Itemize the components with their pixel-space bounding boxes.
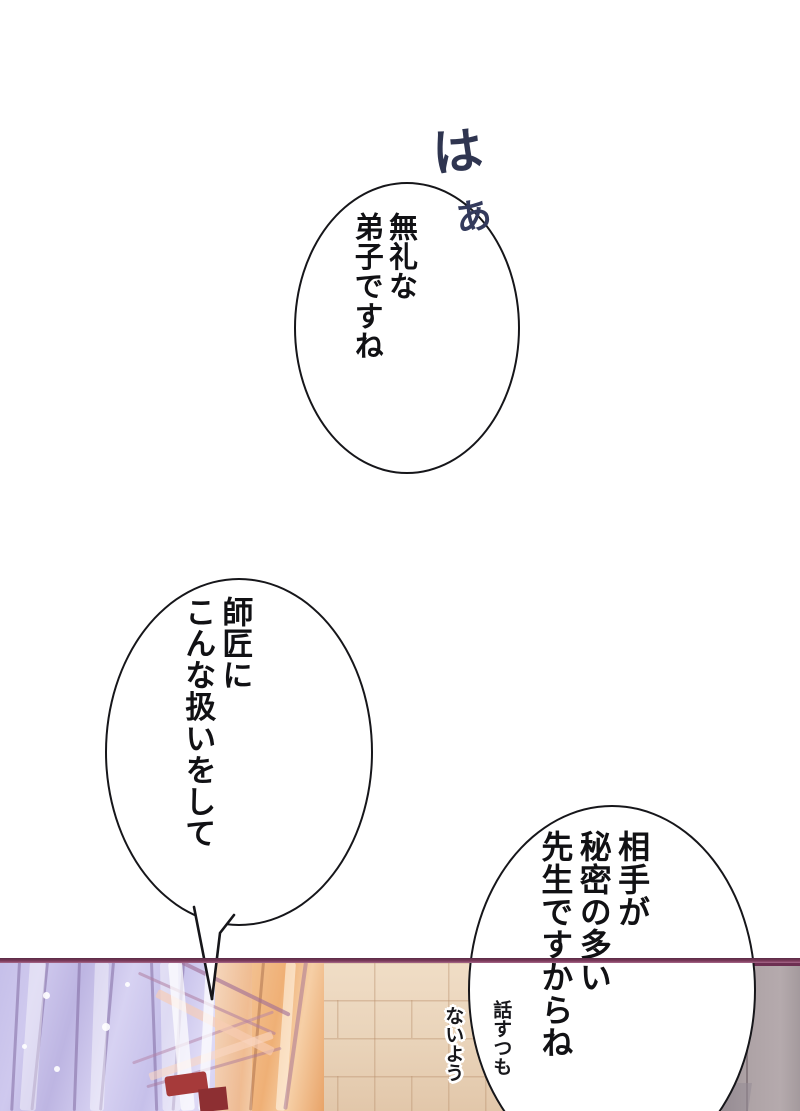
- speech-bubble-2-text: 師匠に こんな扱いをして: [179, 596, 253, 849]
- hair-sparkle: [125, 982, 130, 987]
- pillar-top-cap: [722, 962, 800, 966]
- speech-bubble-1-text: 無礼な 弟子ですね: [350, 212, 419, 360]
- sfx-a-text: あ: [452, 194, 495, 241]
- hair-sparkle: [54, 1066, 60, 1072]
- speech-bubble-2-tail: [192, 905, 236, 1001]
- red-ribbon-accent: [198, 1086, 229, 1111]
- speech-bubble-2: [105, 578, 373, 926]
- panel-top-border: [0, 958, 800, 963]
- speech-bubble-1: [294, 182, 520, 474]
- whisper-text-right: 話すつも: [490, 1000, 513, 1076]
- hair-sparkle: [22, 1044, 27, 1049]
- hair-sparkle: [43, 992, 50, 999]
- hair-sparkle: [102, 1023, 110, 1031]
- sfx-ha-text: は: [429, 120, 486, 184]
- speech-bubble-3-text: 相手が 秘密の多い 先生ですからね: [536, 830, 652, 1059]
- whisper-text-left: ないよう: [442, 1006, 465, 1082]
